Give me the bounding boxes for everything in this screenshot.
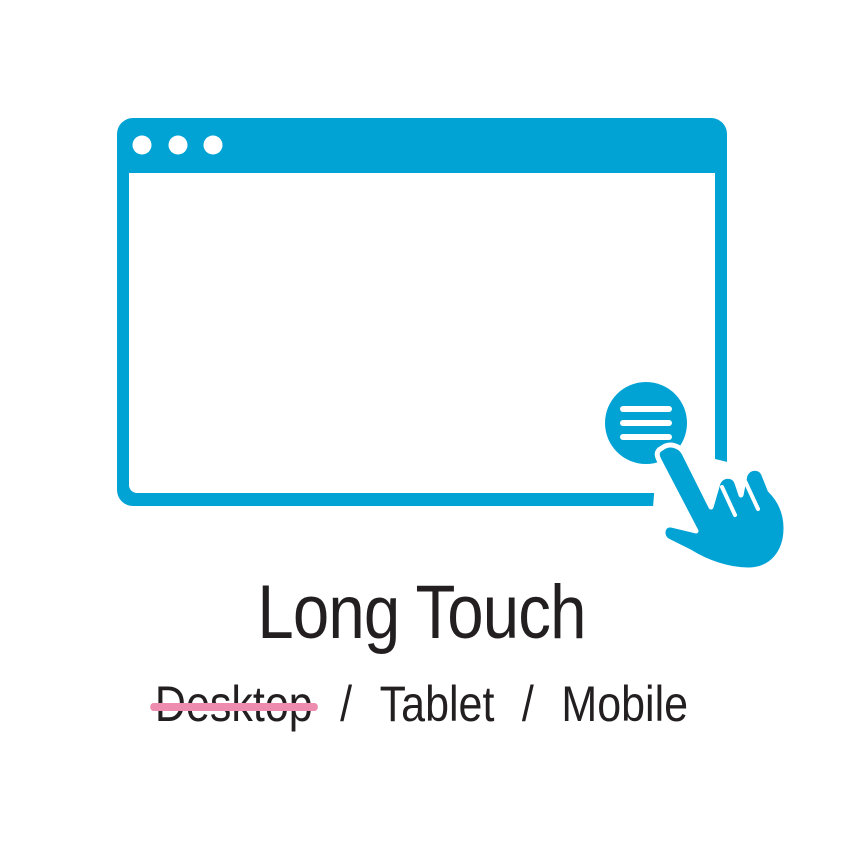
browser-window-icon — [117, 118, 727, 506]
menu-line — [620, 406, 672, 412]
finger-crease — [720, 479, 760, 517]
pointing-hand-icon — [654, 442, 789, 573]
platform-list: Desktop / Tablet / Mobile — [59, 672, 784, 736]
window-dot-icon — [168, 135, 188, 155]
menu-line — [620, 420, 672, 426]
platform-tablet: Tablet — [379, 676, 495, 732]
window-dot-icon — [203, 135, 223, 155]
browser-window-frame — [117, 118, 727, 506]
hand-shape — [654, 442, 789, 573]
platform-mobile: Mobile — [561, 676, 689, 732]
separator: / — [340, 676, 353, 732]
platform-desktop-unavailable: Desktop — [149, 672, 319, 736]
page-title: Long Touch — [257, 570, 586, 655]
window-dot-icon — [132, 135, 152, 155]
separator: / — [521, 676, 534, 732]
menu-line — [620, 434, 672, 440]
